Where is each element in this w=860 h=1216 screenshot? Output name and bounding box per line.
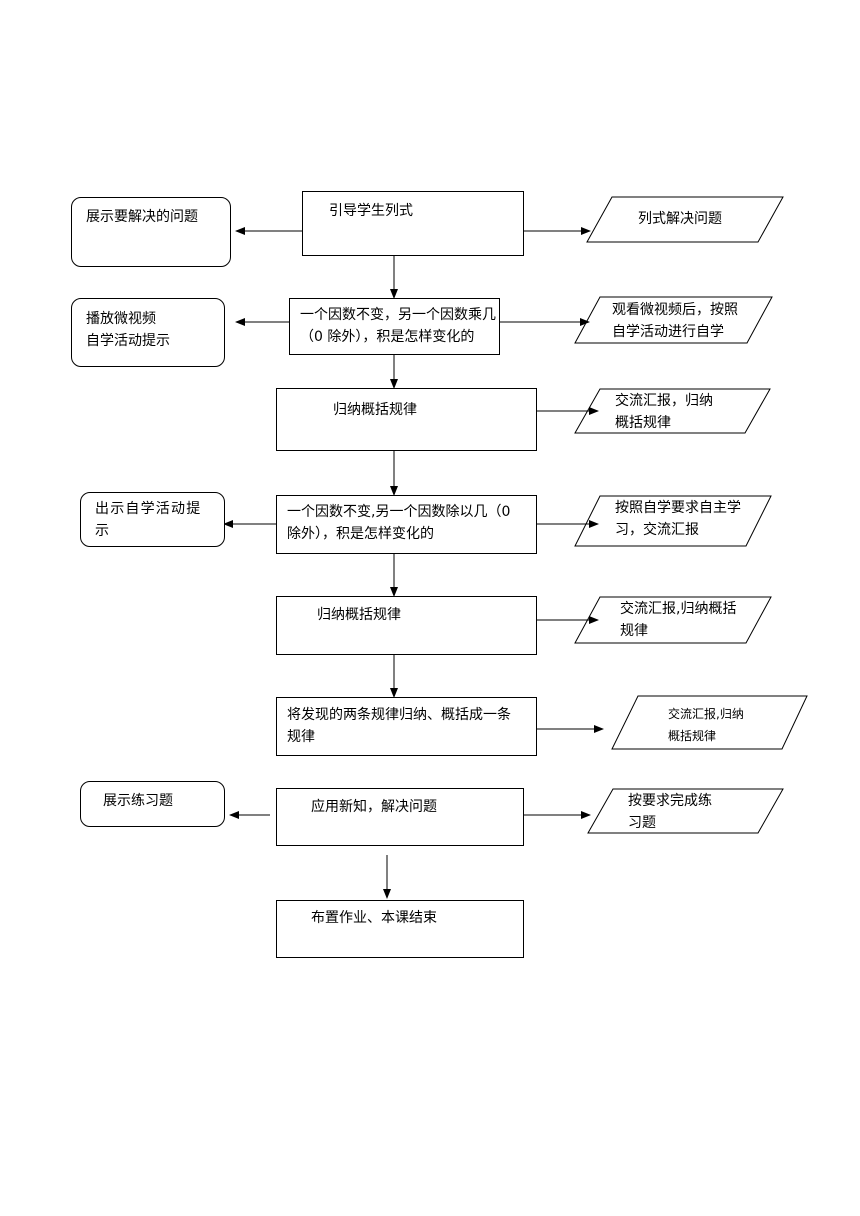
student-text-box-r2: 观看微视频后，按照 自学活动进行自学: [612, 299, 762, 343]
process-text-c5: 归纳概括规律: [317, 607, 401, 623]
process-box-c3: 归纳概括规律: [276, 388, 537, 451]
process-box-c7: 应用新知，解决问题: [276, 788, 524, 846]
process-text-c4: 一个因数不变,另一个因数除以几（0 除外），积是怎样变化的: [287, 504, 511, 542]
output-shape-r2: [574, 296, 773, 344]
teacher-text-l3: 出示自学活动提 示: [95, 501, 202, 539]
process-text-c6: 将发现的两条规律归纳、概括成一条 规律: [287, 707, 511, 745]
output-shape-r6: [611, 695, 808, 750]
student-text-box-r5: 交流汇报,归纳概括 规律: [620, 598, 760, 642]
student-text-box-r6: 交流汇报,归纳 概括规律: [668, 703, 778, 747]
output-shape-r7: [587, 788, 784, 834]
output-shape-r5: [574, 596, 772, 644]
process-text-c3: 归纳概括规律: [333, 402, 417, 418]
process-text-c7: 应用新知，解决问题: [311, 799, 437, 815]
teacher-text-l4: 展示练习题: [103, 793, 173, 809]
teacher-box-l2: 播放微视频 自学活动提示: [71, 298, 225, 367]
student-text-r1: 列式解决问题: [638, 211, 722, 227]
process-box-c8: 布置作业、本课结束: [276, 900, 524, 958]
output-shape-r4: [574, 495, 772, 547]
process-box-c5: 归纳概括规律: [276, 596, 537, 655]
teacher-text-l2: 播放微视频 自学活动提示: [86, 311, 170, 349]
student-text-r5: 交流汇报,归纳概括 规律: [620, 601, 737, 639]
process-text-c1: 引导学生列式: [329, 203, 413, 219]
output-shape-r1: [586, 196, 784, 243]
teacher-text-l1: 展示要解决的问题: [86, 209, 198, 225]
teacher-box-l1: 展示要解决的问题: [71, 197, 231, 267]
student-text-r4: 按照自学要求自主学 习，交流汇报: [615, 500, 741, 538]
student-text-box-r4: 按照自学要求自主学 习，交流汇报: [615, 497, 765, 541]
process-text-c2: 一个因数不变，另一个因数乘几 （0 除外），积是怎样变化的: [300, 307, 496, 345]
output-shape-r3: [574, 388, 771, 434]
teacher-box-l3: 出示自学活动提 示: [80, 492, 225, 547]
student-text-r6: 交流汇报,归纳 概括规律: [668, 707, 744, 743]
process-box-c4: 一个因数不变,另一个因数除以几（0 除外），积是怎样变化的: [276, 495, 537, 554]
process-text-c8: 布置作业、本课结束: [311, 910, 437, 926]
process-box-c2: 一个因数不变，另一个因数乘几 （0 除外），积是怎样变化的: [289, 298, 500, 355]
student-text-box-r7: 按要求完成练 习题: [628, 790, 738, 834]
student-text-box-r3: 交流汇报，归纳 概括规律: [615, 390, 755, 434]
student-text-box-r1: 列式解决问题: [638, 208, 768, 234]
process-box-c6: 将发现的两条规律归纳、概括成一条 规律: [276, 697, 537, 756]
student-text-r7: 按要求完成练 习题: [628, 793, 712, 831]
teacher-box-l4: 展示练习题: [80, 781, 225, 827]
student-text-r2: 观看微视频后，按照 自学活动进行自学: [612, 302, 738, 340]
student-text-r3: 交流汇报，归纳 概括规律: [615, 393, 713, 431]
process-box-c1: 引导学生列式: [302, 191, 524, 256]
